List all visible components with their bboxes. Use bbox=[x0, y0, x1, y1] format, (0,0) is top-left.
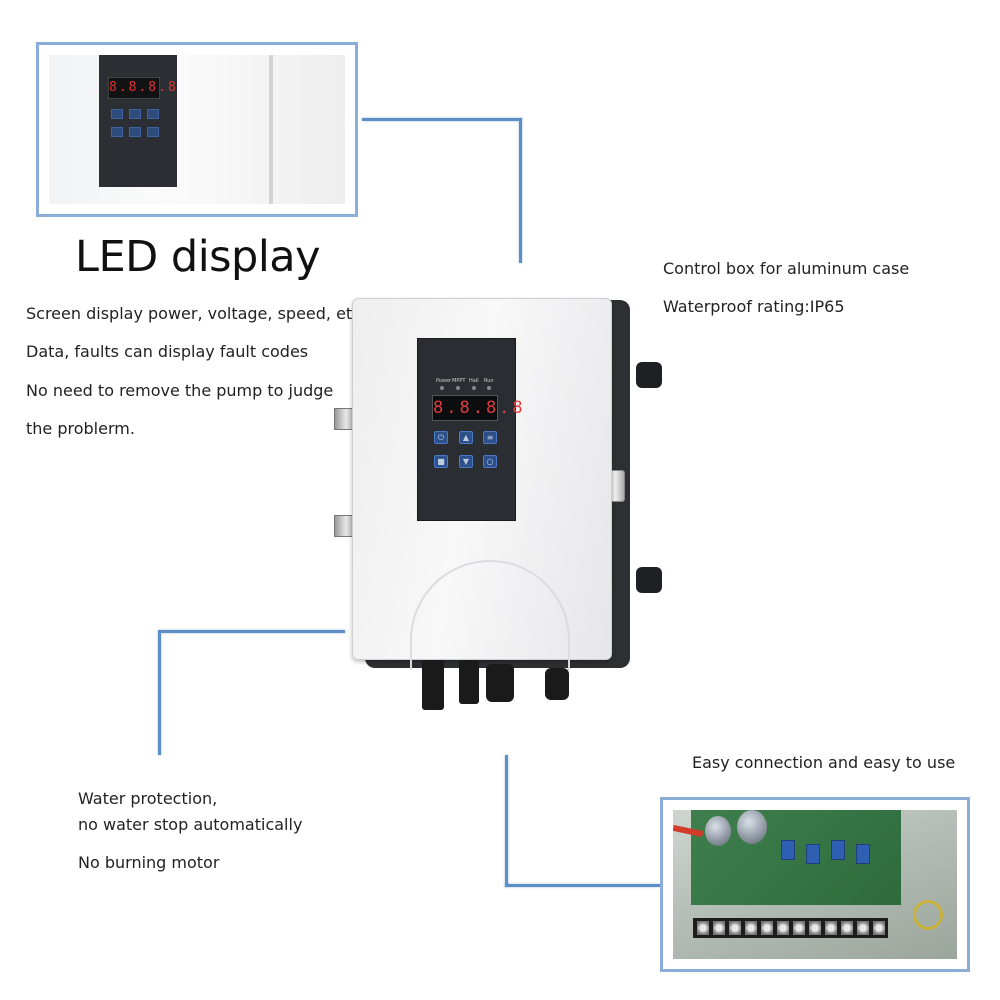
down-key-icon[interactable]: ▼ bbox=[459, 455, 473, 468]
power-key-icon[interactable]: ⏻ bbox=[434, 431, 448, 444]
wiring-closeup-frame bbox=[660, 797, 970, 972]
display-panel bbox=[417, 338, 516, 521]
cable-gland-icon bbox=[486, 664, 514, 702]
cable-gland-icon bbox=[545, 668, 569, 700]
terminal-screw-icon bbox=[793, 921, 805, 935]
terminal-screw-icon bbox=[841, 921, 853, 935]
circuit-board bbox=[691, 810, 901, 905]
component-icon bbox=[831, 840, 845, 860]
indicator-light-icon bbox=[472, 386, 476, 390]
connector-line-left-vertical bbox=[158, 630, 161, 755]
led-display-closeup-frame: 8.8.8.8 bbox=[36, 42, 358, 217]
terminal-screw-icon bbox=[745, 921, 757, 935]
run-key-icon[interactable]: ○ bbox=[483, 455, 497, 468]
component-icon bbox=[856, 844, 870, 864]
terminal-screw-icon bbox=[729, 921, 741, 935]
connector-line-top-vertical bbox=[519, 118, 522, 263]
protection-text: Water protection, bbox=[78, 789, 218, 808]
closeup-key bbox=[111, 109, 123, 119]
cable-connector-icon bbox=[422, 660, 444, 710]
closeup-key bbox=[129, 109, 141, 119]
closeup-led-readout: 8.8.8.8 bbox=[108, 77, 176, 99]
feature-text: No need to remove the pump to judge bbox=[26, 381, 334, 400]
connection-caption: Easy connection and easy to use bbox=[692, 753, 956, 772]
component-icon bbox=[806, 844, 820, 864]
protection-text: No burning motor bbox=[78, 853, 220, 872]
ground-wire-icon bbox=[913, 900, 943, 930]
indicator-label-hall: Hall bbox=[469, 378, 479, 384]
feature-text: Data, faults can display fault codes bbox=[26, 342, 309, 361]
closeup-key bbox=[111, 127, 123, 137]
terminal-screw-icon bbox=[713, 921, 725, 935]
connector-line-bottom-vertical bbox=[505, 755, 508, 887]
connector-line-left-horizontal bbox=[160, 630, 345, 633]
closeup-key bbox=[129, 127, 141, 137]
closeup-display-panel: 8.8.8.8 bbox=[99, 55, 177, 187]
terminal-screw-icon bbox=[873, 921, 885, 935]
indicator-label-run: Run bbox=[484, 378, 494, 384]
terminal-screw-icon bbox=[825, 921, 837, 935]
feature-text: the problerm. bbox=[26, 419, 135, 438]
capacitor-icon bbox=[737, 810, 767, 844]
led-readout: 8.8.8.8 bbox=[432, 395, 523, 421]
indicator-light-icon bbox=[440, 386, 444, 390]
led-display-closeup-photo: 8.8.8.8 bbox=[49, 55, 345, 204]
connector-line-top-horizontal bbox=[362, 118, 522, 121]
protection-text: no water stop automatically bbox=[78, 815, 303, 834]
closeup-key bbox=[147, 127, 159, 137]
indicator-label-power: Power bbox=[436, 378, 452, 384]
terminal-screw-icon bbox=[777, 921, 789, 935]
terminal-screw-icon bbox=[761, 921, 773, 935]
feature-text: Screen display power, voltage, speed, et… bbox=[26, 304, 367, 323]
terminal-screw-icon bbox=[697, 921, 709, 935]
closeup-key bbox=[147, 109, 159, 119]
up-key-icon[interactable]: ▲ bbox=[459, 431, 473, 444]
indicator-label-mppt: MPPT bbox=[452, 378, 466, 384]
indicator-light-icon bbox=[456, 386, 460, 390]
component-icon bbox=[781, 840, 795, 860]
wiring-closeup-photo bbox=[673, 810, 957, 959]
terminal-block bbox=[693, 918, 888, 938]
mounting-bracket-icon bbox=[636, 362, 662, 388]
closeup-case-edge bbox=[269, 55, 273, 204]
cable-connector-icon bbox=[459, 660, 479, 704]
terminal-screw-icon bbox=[857, 921, 869, 935]
heading: LED display bbox=[75, 232, 321, 282]
case-description: Control box for aluminum case bbox=[663, 259, 910, 278]
indicator-light-icon bbox=[487, 386, 491, 390]
menu-key-icon[interactable]: ≡ bbox=[483, 431, 497, 444]
mounting-bracket-icon bbox=[636, 567, 662, 593]
terminal-screw-icon bbox=[809, 921, 821, 935]
capacitor-icon bbox=[705, 816, 731, 846]
waterproof-rating: Waterproof rating:IP65 bbox=[663, 297, 845, 316]
connector-line-bottom-horizontal bbox=[505, 884, 660, 887]
set-key-icon[interactable]: ■ bbox=[434, 455, 448, 468]
